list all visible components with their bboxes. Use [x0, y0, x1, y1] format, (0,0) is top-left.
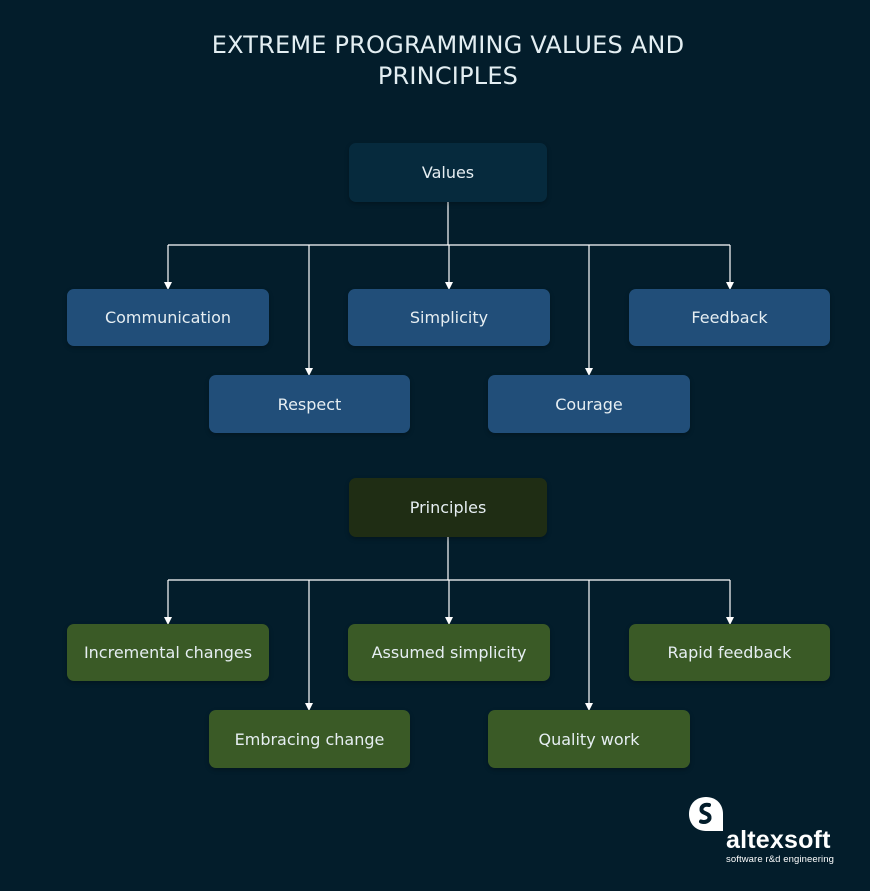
principles-connectors [164, 537, 734, 711]
values-root-node: Values [349, 143, 547, 202]
principles-root-node: Principles [349, 478, 547, 537]
principle-node-quality-work: Quality work [488, 710, 690, 768]
value-node-respect: Respect [209, 375, 410, 433]
value-node-simplicity: Simplicity [348, 289, 550, 346]
principle-node-assumed-simplicity: Assumed simplicity [348, 624, 550, 681]
value-node-courage: Courage [488, 375, 690, 433]
altexsoft-logo: altexsoft software r&d engineering [688, 796, 838, 866]
value-node-communication: Communication [67, 289, 269, 346]
diagram-title: EXTREME PROGRAMMING VALUES AND PRINCIPLE… [0, 30, 870, 92]
principle-node-rapid-feedback: Rapid feedback [629, 624, 830, 681]
principle-node-embracing-change: Embracing change [209, 710, 410, 768]
principle-node-incremental-changes: Incremental changes [67, 624, 269, 681]
values-connectors [164, 202, 734, 376]
title-line-1: EXTREME PROGRAMMING VALUES AND [211, 31, 685, 59]
logo-wordmark: altexsoft [726, 826, 831, 854]
altexsoft-logo-icon [689, 797, 723, 831]
title-line-2: PRINCIPLES [377, 62, 519, 90]
value-node-feedback: Feedback [629, 289, 830, 346]
logo-tagline: software r&d engineering [726, 854, 835, 865]
